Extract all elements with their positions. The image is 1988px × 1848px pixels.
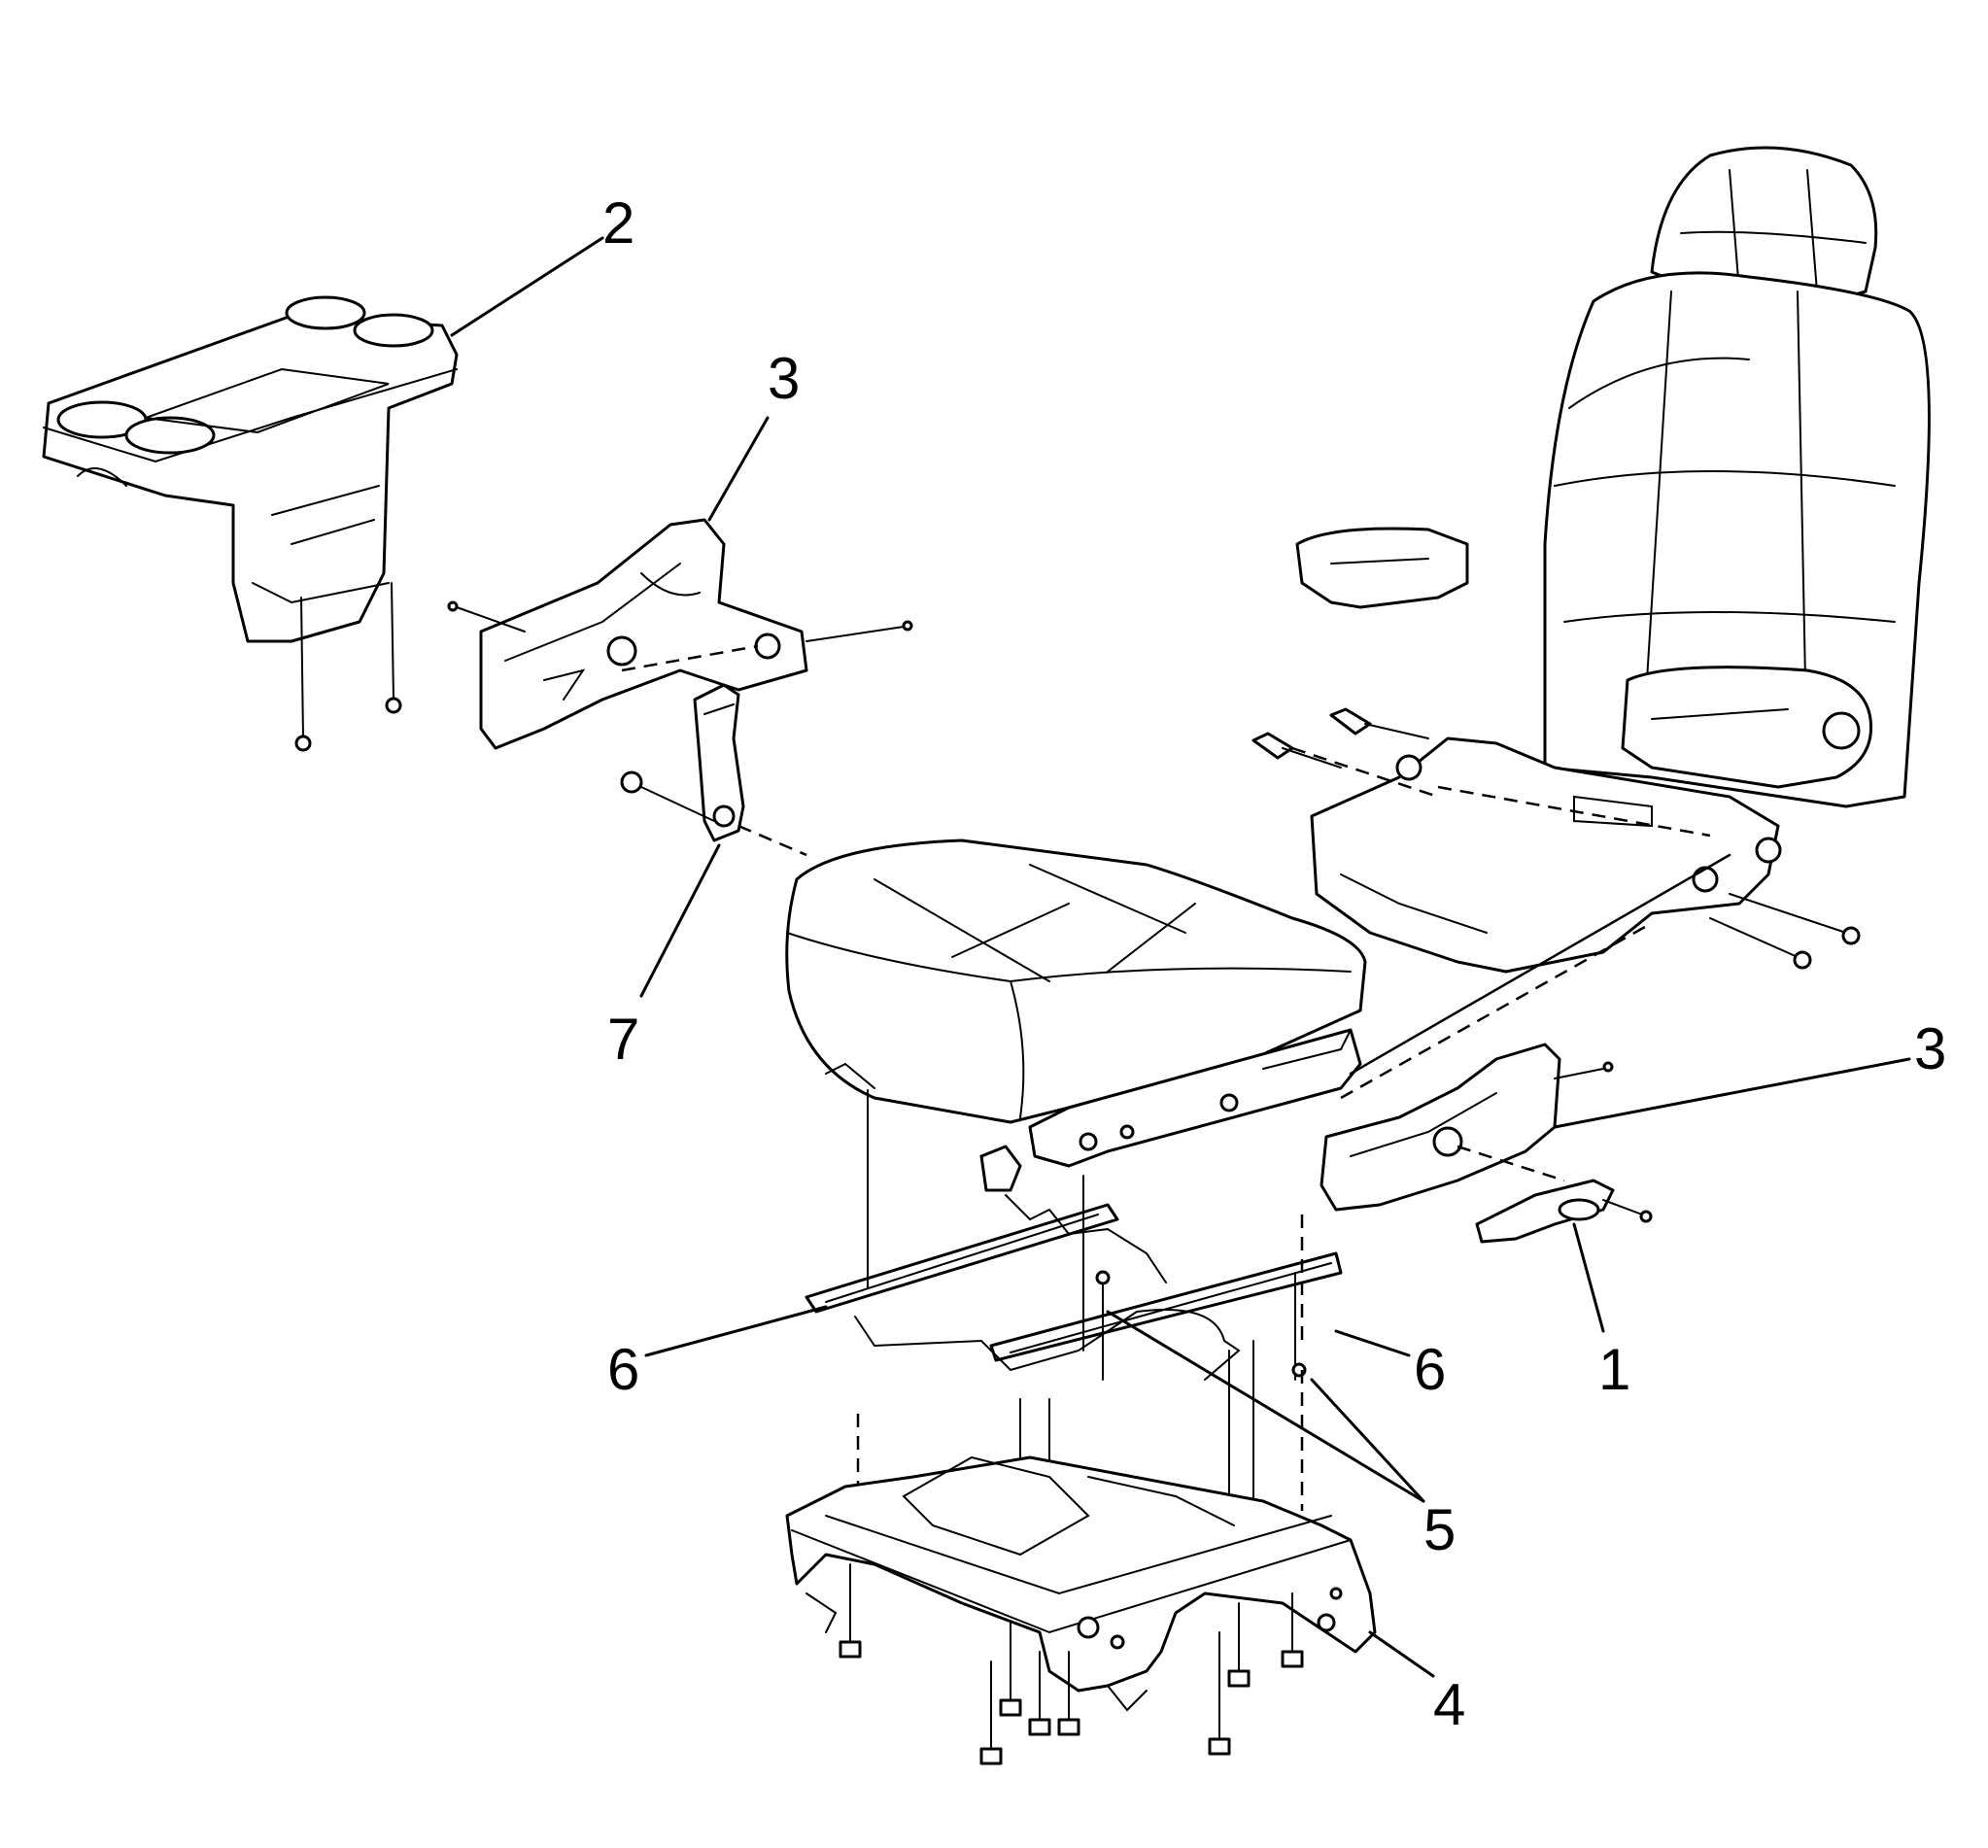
callout-6-right: 6 <box>1414 1337 1446 1402</box>
leader-lines <box>450 236 1911 1678</box>
callout-4: 4 <box>1433 1672 1465 1737</box>
callout-labels: 2 3 7 3 1 6 6 5 4 <box>602 190 1946 1737</box>
seat-cushion <box>785 838 1367 1124</box>
side-trim-panel-upper <box>447 518 913 750</box>
seat-back <box>1295 146 1931 808</box>
callout-5: 5 <box>1423 1497 1456 1562</box>
console-tray <box>42 295 459 643</box>
callout-3-lower: 3 <box>1914 1016 1946 1081</box>
callout-3-upper: 3 <box>768 346 800 411</box>
recliner-handle <box>1475 1179 1653 1244</box>
seat-riser-base <box>785 1455 1377 1712</box>
seat-adjuster-tracks <box>805 1145 1343 1381</box>
side-trim-panel-lower <box>1320 1043 1614 1212</box>
callout-7: 7 <box>607 1007 639 1072</box>
callout-2: 2 <box>602 190 634 256</box>
console-screws <box>294 582 402 752</box>
seat-pan-frame <box>825 1028 1362 1168</box>
belt-buckle-bracket <box>620 683 807 857</box>
callout-6-left: 6 <box>607 1337 639 1402</box>
base-bolts <box>839 1563 1304 1765</box>
alignment-line-back <box>1340 853 1731 1100</box>
callout-1: 1 <box>1598 1337 1630 1402</box>
